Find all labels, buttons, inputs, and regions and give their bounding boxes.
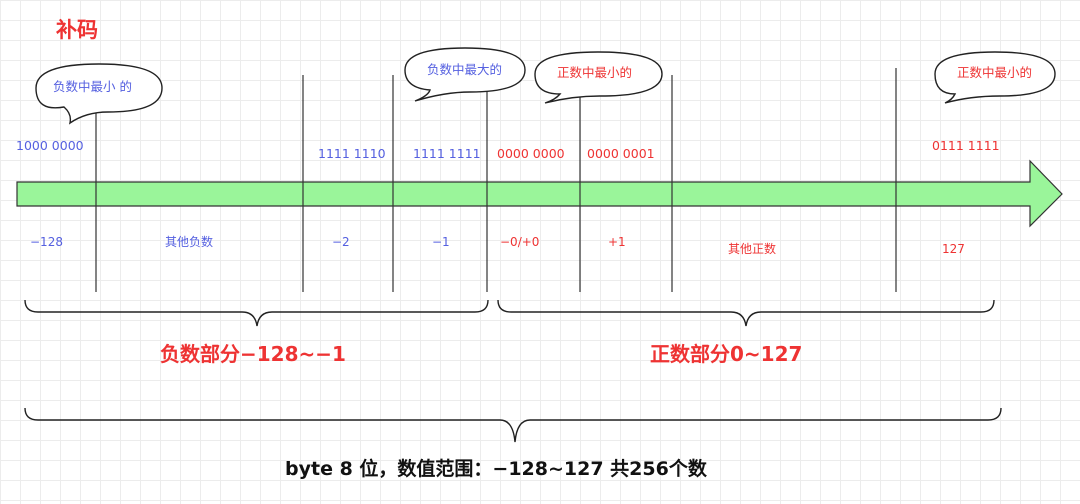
value-label: −2	[332, 235, 350, 249]
negative-part-brace	[24, 299, 489, 327]
binary-label: 1000 0000	[16, 138, 84, 153]
positive-part-brace	[497, 299, 995, 327]
full-range-brace	[24, 407, 1002, 443]
value-label: −128	[30, 235, 63, 249]
binary-label: 0000 0001	[587, 146, 655, 161]
number-line-arrow	[16, 159, 1063, 228]
bubble-text: 负数中最大的	[427, 62, 503, 77]
value-label: −1	[432, 235, 450, 249]
value-label: 其他正数	[728, 242, 777, 256]
binary-label: 1111 1110	[318, 146, 386, 161]
bubble-text: 负数中最小 的	[53, 79, 132, 94]
positive-part-label: 正数部分0~127	[650, 342, 803, 366]
value-label: 其他负数	[165, 235, 214, 249]
binary-label: 1111 1111	[413, 146, 481, 161]
value-label: +1	[608, 235, 626, 249]
binary-label: 0111 1111	[932, 138, 1000, 153]
binary-label: 0000 0000	[497, 146, 565, 161]
value-label: 127	[942, 242, 965, 256]
diagram-title: 补码	[56, 18, 98, 42]
speech-bubble	[534, 51, 663, 104]
value-label: −0/+0	[500, 235, 540, 249]
separator-lines	[95, 68, 897, 292]
negative-part-label: 负数部分−128~−1	[160, 342, 346, 366]
speech-bubble	[404, 47, 526, 102]
bubble-text: 正数中最小的	[957, 65, 1033, 80]
speech-bubble	[934, 51, 1056, 104]
range-summary: byte 8 位，数值范围：−128~127 共256个数	[285, 458, 707, 480]
speech-bubble	[35, 63, 163, 125]
bubble-text: 正数中最小的	[557, 65, 633, 80]
